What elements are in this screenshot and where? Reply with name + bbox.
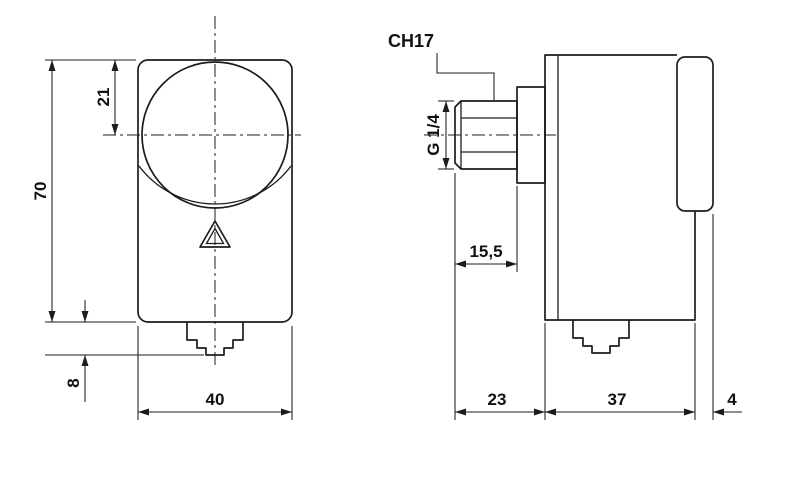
dim-body-depth-label: 37 <box>608 390 627 409</box>
arrowhead <box>442 101 450 112</box>
arrowhead <box>111 124 119 135</box>
arrowhead <box>713 408 724 416</box>
front-view-dimensions: 70 21 8 40 <box>31 59 293 420</box>
arrowhead <box>506 260 517 268</box>
arrowhead <box>455 260 466 268</box>
dim-width-label: 40 <box>206 390 225 409</box>
arrowhead <box>48 311 56 322</box>
leader-line <box>436 53 495 101</box>
arrowhead <box>442 158 450 169</box>
arrowhead <box>455 408 466 416</box>
bottom-spigot <box>186 322 244 356</box>
arrowhead <box>281 408 292 416</box>
rear-cap <box>676 56 714 212</box>
side-view-dimensions: CH17 G 1/4 15,5 23 37 4 <box>388 31 742 420</box>
fitting-flange <box>516 86 546 184</box>
body-outline <box>137 59 293 323</box>
dim-cap-depth-label: 4 <box>727 390 737 409</box>
bezel-arc <box>138 165 292 205</box>
dim-front-depth-label: 23 <box>488 390 507 409</box>
arrowhead <box>138 408 149 416</box>
dim-dial-offset-label: 21 <box>94 88 113 107</box>
dim-overall-height-label: 70 <box>31 182 50 201</box>
bottom-spigot <box>572 320 630 354</box>
arrowhead <box>111 60 119 71</box>
triangle-icon <box>199 220 231 248</box>
dim-thread-length-label: 15,5 <box>469 242 502 261</box>
arrowhead <box>534 408 545 416</box>
triangle-icon-inner <box>205 227 225 245</box>
arrowhead <box>684 408 695 416</box>
side-body-outline <box>544 54 696 321</box>
arrowhead <box>81 355 89 366</box>
arrowhead <box>81 311 89 322</box>
arrowhead <box>48 60 56 71</box>
dial-circle <box>141 61 289 209</box>
dim-spigot-height-label: 8 <box>64 378 83 387</box>
front-view <box>103 16 301 366</box>
thread-size-label: G 1/4 <box>424 114 443 156</box>
wrench-size-label: CH17 <box>388 31 434 51</box>
arrowhead <box>545 408 556 416</box>
side-view <box>424 54 714 354</box>
